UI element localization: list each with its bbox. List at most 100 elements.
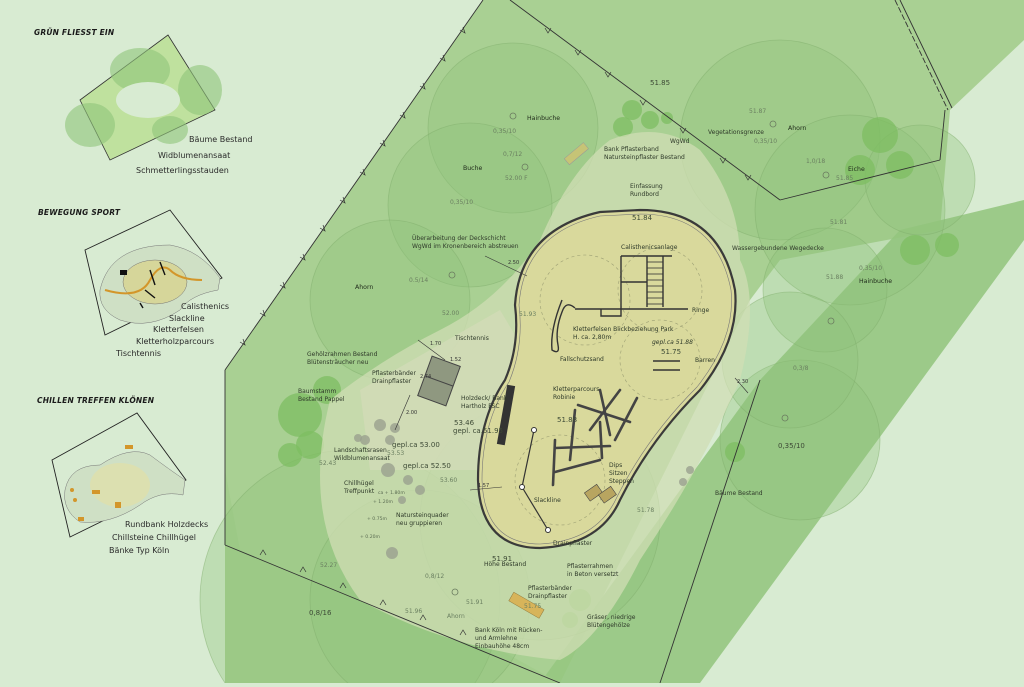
label-hoehe-bestand: Höhe Bestand [484,561,526,568]
bench-top [563,142,589,166]
label-pflasterrahmen: Pflasterrahmen [567,563,613,570]
label-natursteinpflaster: Natursteinpflaster Bestand [604,154,685,161]
svg-text:0.5/14: 0.5/14 [409,277,428,284]
label-hainbuche: Hainbuche [527,115,560,122]
label-drainpflaster-bottom: Drainpflaster [528,593,568,600]
legend-item: Tischtennis [115,349,161,358]
svg-text:0,35/10: 0,35/10 [493,128,516,135]
label-baeume-bestand: Bäume Bestand [715,490,763,497]
svg-text:+ 0.20m: + 0.20m [360,534,381,540]
svg-text:51.78: 51.78 [637,507,654,514]
svg-text:51.93: 51.93 [519,311,536,318]
label-pflasterbaender-bottom: Pflasterbänder [528,585,572,592]
svg-text:51.75: 51.75 [524,603,541,610]
label-pappel: Bestand Pappel [298,396,345,403]
svg-text:1.70: 1.70 [430,341,441,347]
legend-item: Slackline [169,314,205,323]
label-tischtennis: Tischtennis [454,335,489,342]
svg-text:52.00 F: 52.00 F [505,175,528,182]
svg-text:ca + 1.80m: ca + 1.80m [378,490,405,496]
svg-text:51.88: 51.88 [826,274,843,281]
svg-text:52.00: 52.00 [442,310,459,317]
legend: GRÜN FLIESST EIN Bäume Bestand Widblumen… [34,28,252,555]
svg-text:51.91: 51.91 [492,555,512,563]
svg-text:gepl. ca.51.95: gepl. ca.51.95 [453,427,503,435]
svg-text:1.57: 1.57 [478,483,489,489]
label-natursteinquader: Natursteinquader [396,512,449,519]
legend-miniature-sport [84,209,223,336]
legend-item: Calisthenics [181,302,229,311]
label-wgwd-abstreuen: WgWd im Kronenbereich abstreuen [412,243,519,250]
svg-text:51.75: 51.75 [661,348,681,356]
svg-text:2.74: 2.74 [420,374,431,380]
svg-text:1,0/18: 1,0/18 [806,158,825,165]
shrubs [278,100,959,628]
label-hainbuche-right: Hainbuche [859,278,892,285]
label-armlehne: und Armlehne [475,635,518,642]
svg-text:gepl.ca 51.88: gepl.ca 51.88 [652,339,693,346]
legend-item: Chillsteine Chillhügel [112,533,196,542]
svg-text:51.84: 51.84 [632,214,653,222]
label-fallschutzsand: Fallschutzsand [560,356,604,363]
svg-text:1.52: 1.52 [450,357,461,363]
elevation-labels: 51.85 51.87 51.85 51.84 51.81 51.88 52.0… [319,79,853,615]
label-barren: Barren [695,357,715,364]
label-landschaftsrasen: Landschaftsrasen [334,447,387,454]
table-tennis [417,355,461,407]
label-bank-koeln: Bank Köln mit Rücken- [475,627,542,634]
label-treffpunkt: Treffpunkt [343,488,375,495]
label-bluetengehoelze: Blütengehölze [587,622,630,629]
label-wildblumenansaat: Wildblumenansaat [334,455,391,462]
label-buche: Buche [463,165,482,172]
label-ahorn-right: Ahorn [788,125,806,132]
label-slackline: Slackline [534,497,561,504]
svg-text:0,35/10: 0,35/10 [450,199,473,206]
label-kletterparcours: Kletterparcours [553,386,599,393]
legend-item: Kletterholzparcours [136,337,214,346]
svg-text:0,8/12: 0,8/12 [425,573,444,580]
legend-item: Bänke Typ Köln [109,546,169,555]
legend-miniature-green [65,34,222,161]
label-vegetationsgrenze: Vegetationsgrenze [708,129,764,136]
legend-item: Rundbank Holzdecks [125,520,208,529]
legend-item: Kletterfelsen [153,325,204,334]
height-labels: ca + 1.80m + 1.20m + 0.75m + 0.20m [360,490,405,540]
svg-text:51.88: 51.88 [557,416,577,424]
svg-text:0,7/12: 0,7/12 [503,151,522,158]
svg-text:53.46: 53.46 [454,419,475,427]
label-wegedecke: Wassergebundene Wegedecke [732,245,824,252]
label-pflasterbaender: Pflasterbänder [372,370,416,377]
label-bluetenstraeucher: Blütensträucher neu [307,359,369,366]
label-baumstamm: Baumstamm [298,388,336,395]
dimension-labels: 2.50 1.70 1.52 2.74 2.00 1.57 2.30 [406,260,748,489]
label-ueberarbeitung: Überarbeitung der Deckschicht [412,235,506,242]
label-eiche: Eiche [848,166,865,173]
dimension-lines [394,255,749,491]
label-neu-gruppieren: neu gruppieren [396,520,442,527]
label-rundbord: Rundbord [630,191,659,198]
label-kletterfelsen-hoehe: H. ca. 2,80m [573,334,611,341]
legend-item: Widblumenansaat [158,151,230,160]
svg-text:0,3/8: 0,3/8 [793,365,809,372]
svg-text:51.85: 51.85 [836,175,853,182]
svg-text:2.50: 2.50 [508,260,519,266]
label-calisthenics: Calisthenicsanlage [621,244,678,251]
label-bank-pflaster: Bank Pflasterband [604,146,659,153]
label-beton-versetzt: in Beton versetzt [567,571,619,578]
svg-text:gepl.ca 53.00: gepl.ca 53.00 [392,441,440,449]
legend-title-chill: CHILLEN TREFFEN KLÖNEN [37,396,155,405]
svg-text:51.87: 51.87 [749,108,766,115]
svg-text:+ 1.20m: + 1.20m [373,499,394,505]
label-hartholz: Hartholz FSC [461,403,500,410]
label-sitzen: Sitzen [609,470,628,477]
svg-text:0,8/16: 0,8/16 [309,609,332,617]
svg-text:53.53: 53.53 [387,450,404,457]
label-einfassung: Einfassung [630,183,663,190]
label-steppen: Steppen [609,478,634,485]
bench-koeln [508,591,545,619]
label-ahorn-bottom: Ahorn [447,613,465,620]
calisthenics-structure [551,255,688,371]
svg-text:0,35/10: 0,35/10 [859,265,882,272]
legend-item: Bäume Bestand [189,135,252,144]
